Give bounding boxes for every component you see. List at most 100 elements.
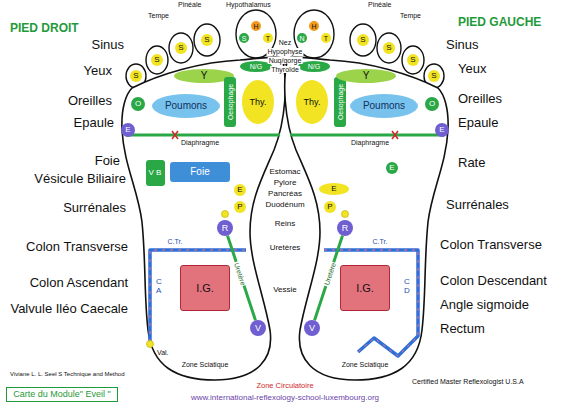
node-text: P (237, 203, 242, 211)
right-foot-outline (122, 10, 285, 380)
text-label: Vésicule Biliaire (34, 172, 126, 186)
organ-circle: O (425, 97, 439, 111)
text-label: Surrénales (446, 198, 509, 212)
organ-zone: I.G. (340, 265, 390, 311)
organ-zone: Poumons (350, 94, 418, 118)
text-label: Colon Transverse (440, 238, 542, 252)
text-label: Pylore (274, 179, 297, 187)
text-label: Angle sigmoide (440, 298, 529, 312)
caption-box: Carte du Module" Eveil " (6, 387, 118, 402)
node-text: S (431, 72, 436, 80)
node-text: Oesophage (337, 84, 344, 120)
marker-dot (147, 211, 349, 348)
node-text: Foie (190, 167, 209, 177)
organ-circle: E (121, 123, 135, 137)
text-label: Hypothalamus (226, 1, 271, 8)
text-label: Valvule Iléo Caecale (10, 302, 128, 316)
text-label: www.international-reflexology-school-lux… (191, 394, 379, 402)
text-label: Diaphragme (181, 139, 219, 146)
node-text: E (331, 185, 336, 193)
organ-circle: S (175, 42, 187, 54)
text-label: Yeux (84, 64, 112, 78)
organ-circle: S (407, 54, 419, 66)
node-text: S (133, 72, 138, 80)
organ-zone: Foie (170, 162, 230, 182)
organ-circle: N (297, 33, 307, 43)
organ-circle: S (201, 34, 213, 46)
node-text: O (135, 100, 141, 108)
node-text: T (266, 35, 270, 42)
text-label: Pancréas (268, 190, 302, 198)
node-text: S (204, 36, 209, 44)
text-label: C.Tr. (373, 238, 388, 245)
organ-zone: N/G (298, 61, 330, 72)
text-label: Thyroïde (270, 66, 300, 73)
text-label: Nez (278, 39, 292, 46)
organ-circle: S (357, 34, 369, 46)
node-text: Poumons (165, 101, 207, 111)
text-label: Colon Descendant (440, 274, 547, 288)
node-text: Poumons (363, 101, 405, 111)
text-label: C D (404, 278, 408, 296)
text-label: PIED DROIT (10, 22, 79, 35)
node-text: V B (149, 169, 162, 177)
text-label: Viviane L. L. Seel S Technique and Metho… (10, 371, 125, 377)
node-text: E (439, 126, 444, 134)
text-label: Rectum (440, 322, 485, 336)
text-label: Zone Sciatique (182, 361, 229, 368)
organ-zone: Thy. (296, 80, 328, 124)
organ-circle: E (234, 184, 246, 196)
organ-zone: Oesophage (334, 77, 346, 127)
node-text: S (154, 56, 159, 64)
node-text: S (178, 44, 183, 52)
organ-zone: Y (336, 69, 396, 83)
organ-zone: V B (146, 160, 165, 186)
edge-label: Uretère (233, 261, 248, 287)
text-label: Epaule (458, 116, 498, 130)
organ-zone: Thy. (242, 80, 274, 124)
organ-circle: H (309, 21, 319, 31)
node-text: P (327, 203, 332, 211)
node-text: S (360, 36, 365, 44)
node-text: I.G. (196, 283, 214, 294)
text-label: Sinus (446, 38, 479, 52)
node-text: E (389, 164, 394, 172)
node-text: I.G. (356, 283, 374, 294)
organ-circle: V (304, 320, 320, 336)
organ-zone: Poumons (152, 94, 220, 118)
text-label: Reins (275, 220, 295, 228)
colon-line (150, 250, 418, 356)
node-text: N/G (250, 63, 262, 70)
ureter-line (228, 236, 256, 321)
node-text: Thy. (250, 98, 267, 107)
node-text: H (311, 23, 316, 30)
node-text: O (429, 100, 435, 108)
organ-circle: E (386, 162, 398, 174)
text-label: Tempe (148, 12, 169, 19)
organ-zone: Oesophage (224, 77, 236, 127)
edge-label: Uretère (323, 261, 338, 287)
node-text: Carte du Module" Eveil " (13, 390, 110, 399)
node-text: E (237, 186, 242, 194)
text-label: Vessie (273, 286, 297, 294)
node-text: E (125, 126, 130, 134)
organ-circle: T (321, 33, 331, 43)
organ-circle: R (217, 220, 233, 236)
organ-circle: H (251, 21, 261, 31)
text-label: PIED GAUCHE (458, 16, 541, 29)
node-text: Y (363, 71, 370, 81)
organ-circle: S (130, 70, 142, 82)
organ-circle: V (250, 320, 266, 336)
text-label: C.Tr. (168, 238, 183, 245)
node-text: N/G (308, 63, 320, 70)
text-label: Val. (157, 349, 169, 356)
text-label: Nuq/gorge (268, 57, 303, 64)
node-text: S (410, 56, 415, 64)
diaphragm-marker (172, 131, 398, 139)
text-label: Pinéale (178, 1, 201, 8)
text-label: C A (156, 278, 160, 296)
organ-circle: S (151, 54, 163, 66)
organ-circle: S (428, 70, 440, 82)
organ-circle: E (435, 123, 449, 137)
node-text: R (342, 224, 349, 233)
